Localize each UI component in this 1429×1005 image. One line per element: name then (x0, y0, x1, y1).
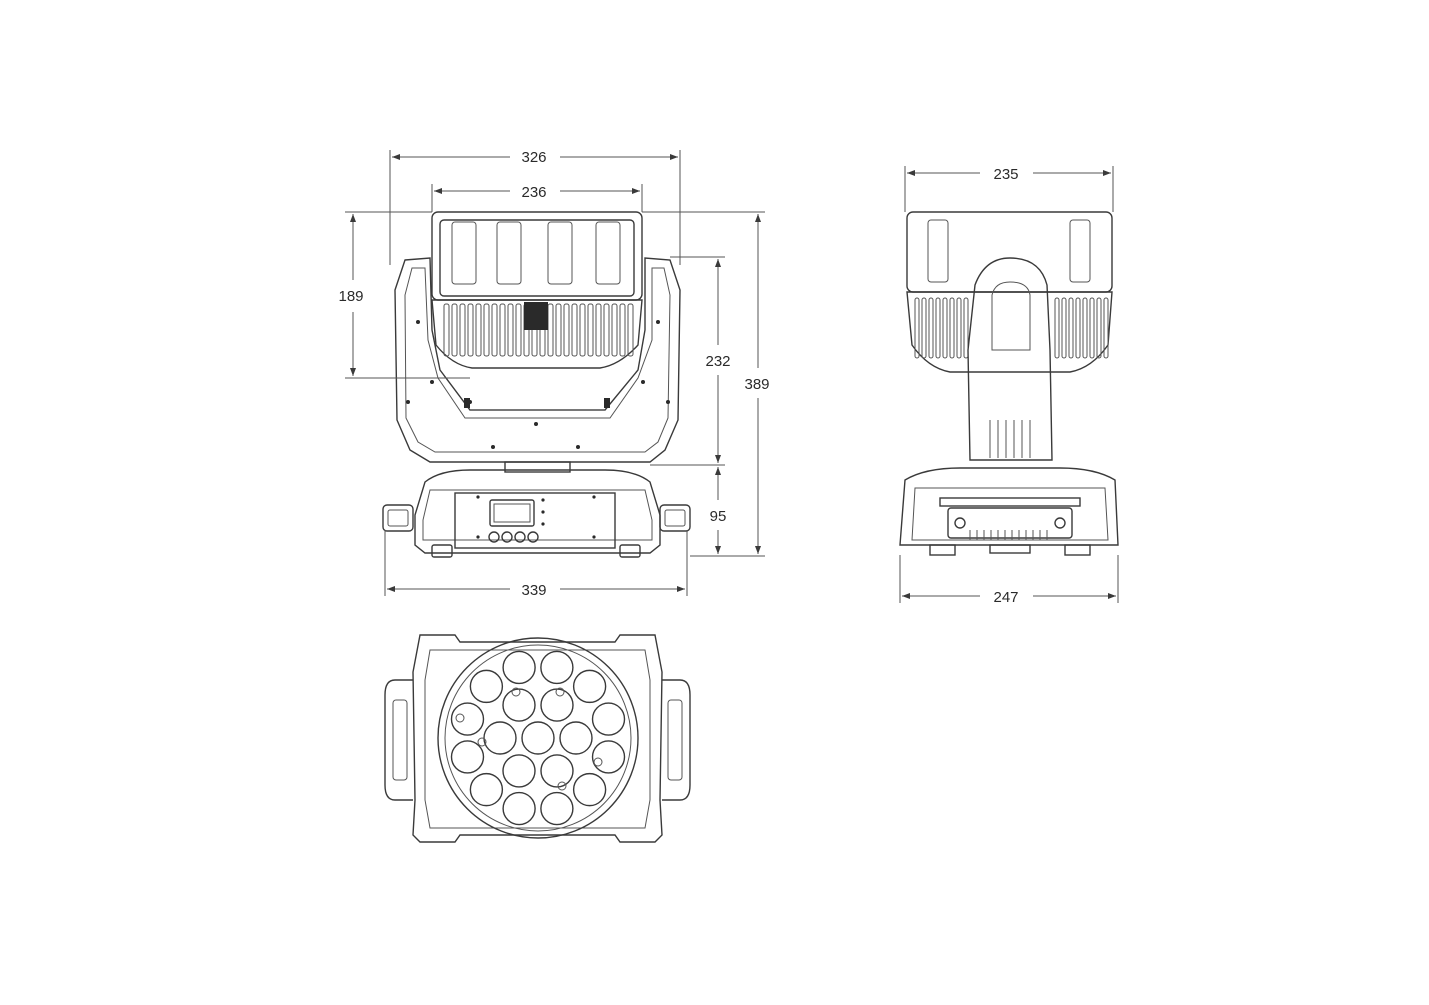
label-247: 247 (993, 589, 1018, 606)
side-view (899, 211, 1119, 556)
label-95: 95 (710, 508, 727, 525)
dimension-labels: 326 236 189 232 389 95 339 235 247 (338, 149, 1018, 606)
side-dimension-lines (899, 166, 1119, 603)
label-232: 232 (705, 353, 730, 370)
lens-view (384, 634, 691, 843)
label-389: 389 (744, 376, 769, 393)
label-236: 236 (521, 184, 546, 201)
front-view (382, 211, 691, 558)
label-235: 235 (993, 166, 1018, 183)
label-339: 339 (521, 582, 546, 599)
label-189: 189 (338, 288, 363, 305)
front-dimension-lines (345, 150, 765, 596)
label-326: 326 (521, 149, 546, 166)
